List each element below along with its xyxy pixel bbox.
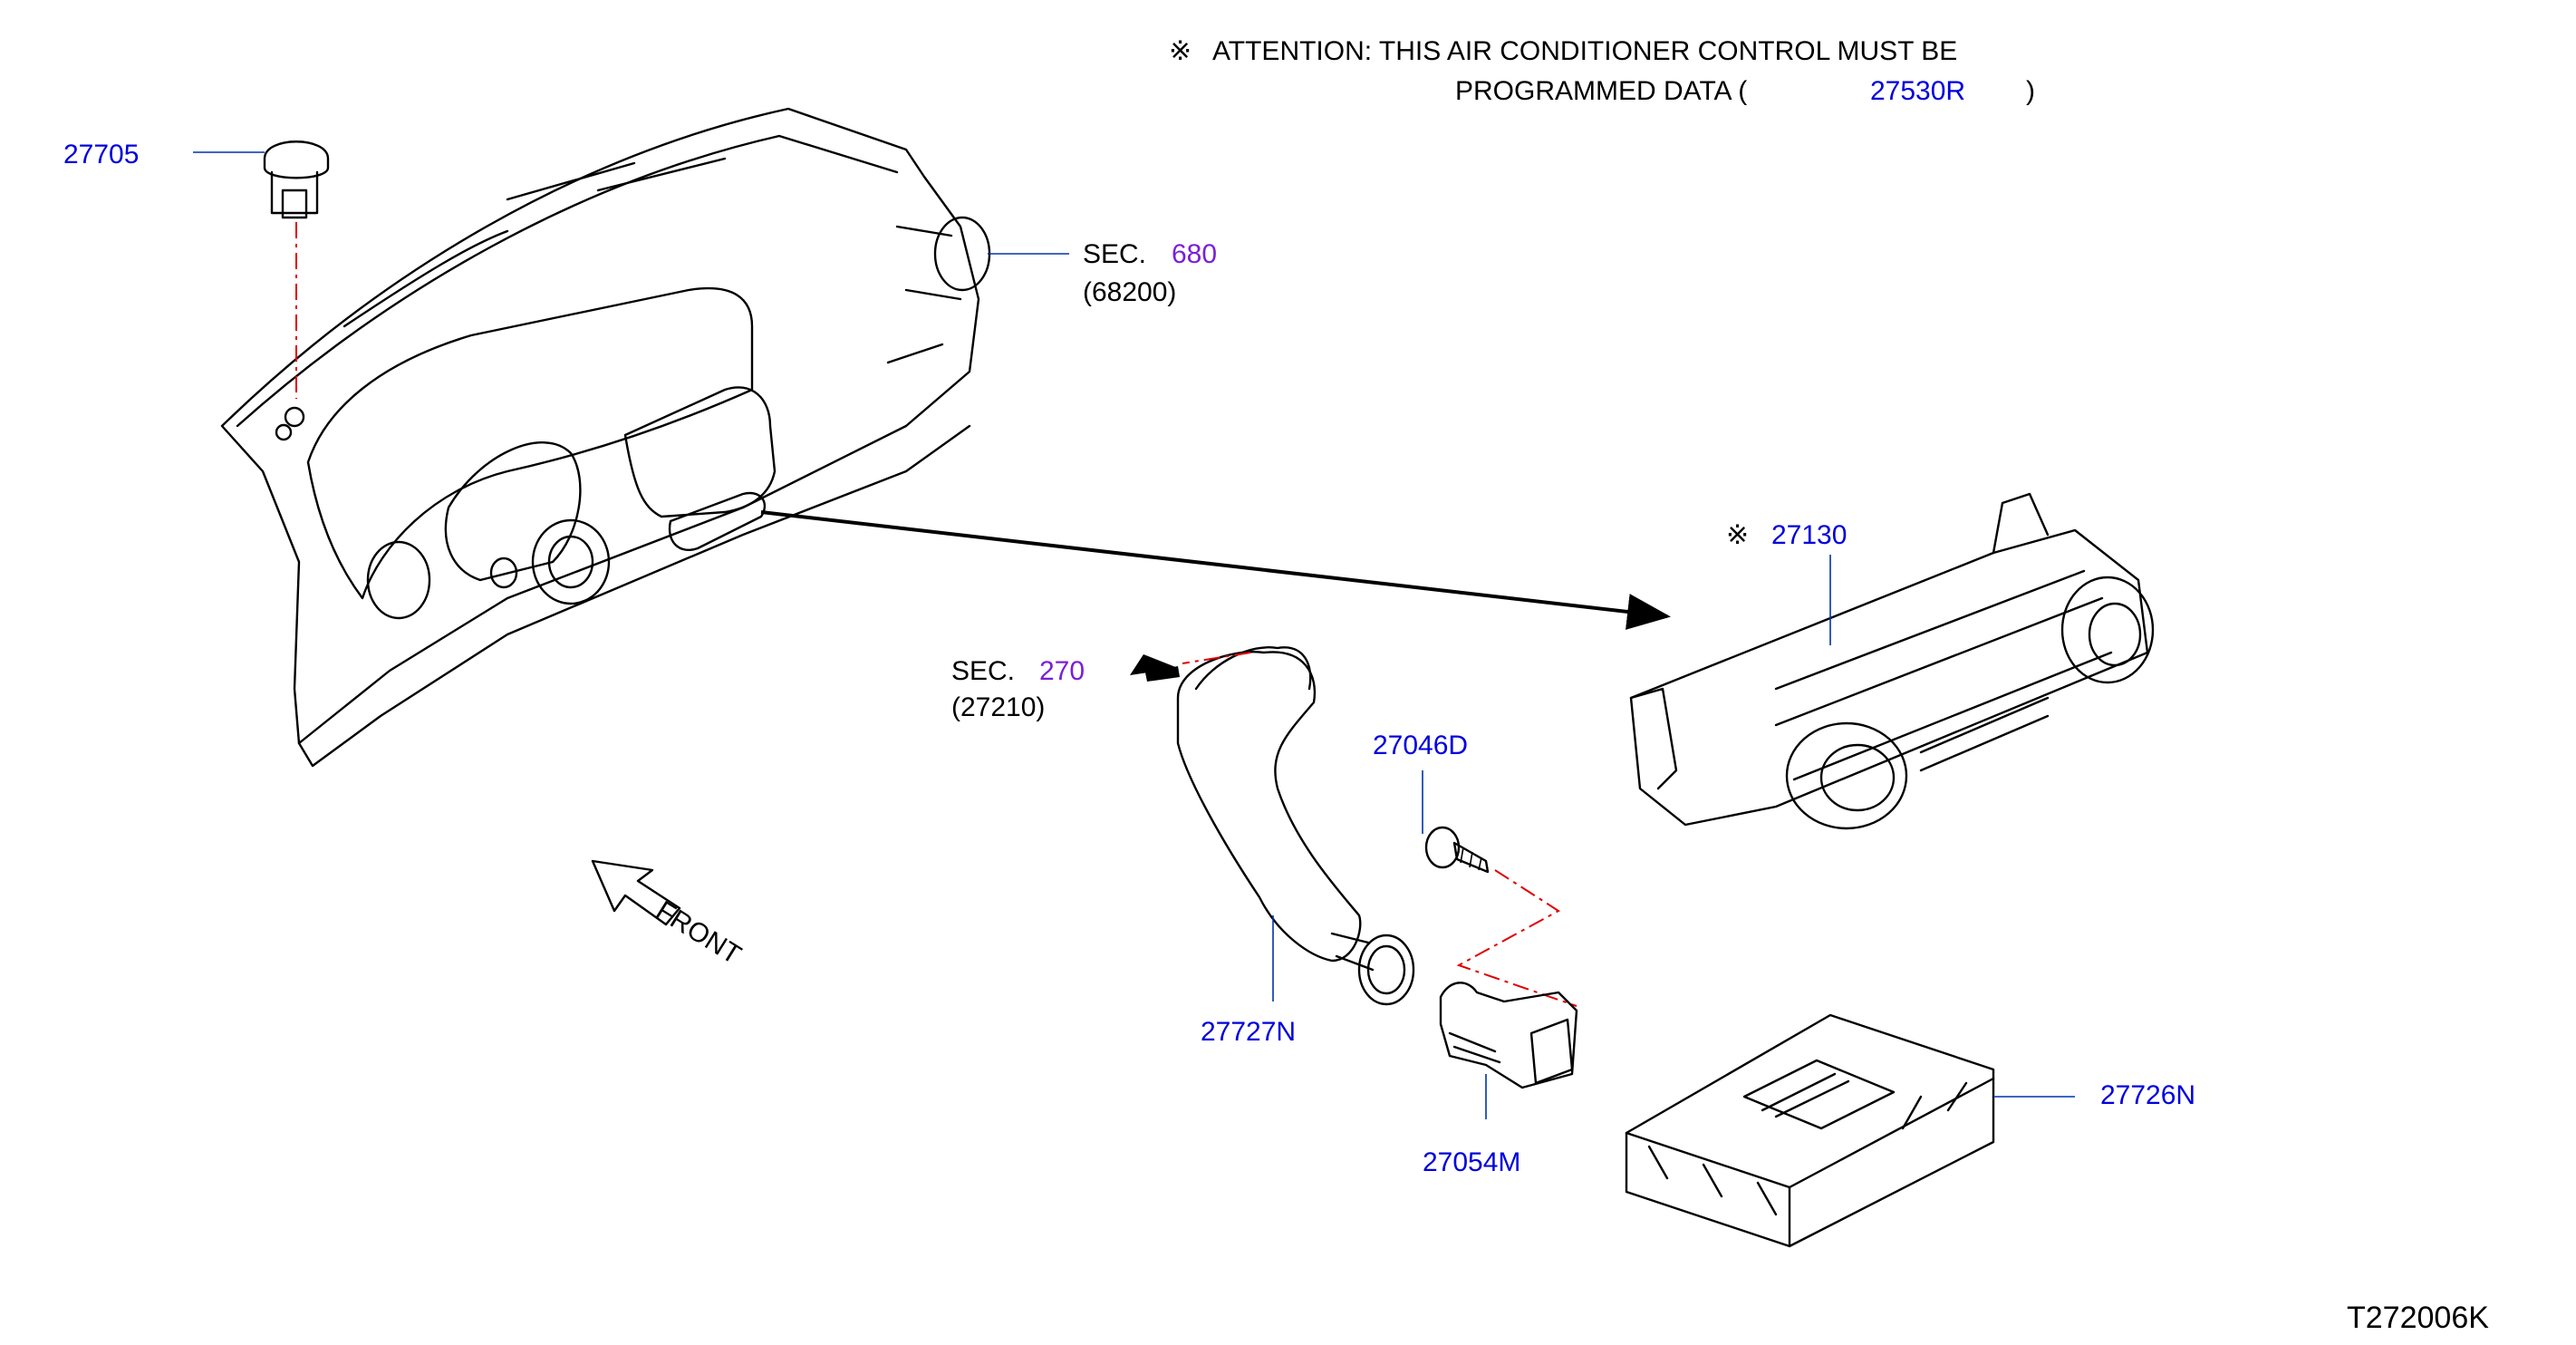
assembly-arrow bbox=[760, 510, 1671, 630]
callout-27054M: 27054M bbox=[1423, 1147, 1520, 1177]
callout-27130: 27130 bbox=[1771, 520, 1847, 550]
part-27046D-screw bbox=[1422, 770, 1577, 1007]
callouts: 27705 SEC. 680 (68200) ※ 27130 SEC. 270 … bbox=[63, 140, 2195, 1177]
attention-line-2-close: ) bbox=[2026, 76, 2035, 106]
callout-sec680-prefix: SEC. bbox=[1083, 239, 1146, 269]
callout-sec270-prefix: SEC. bbox=[951, 656, 1015, 686]
attention-note: ※ ATTENTION: THIS AIR CONDITIONER CONTRO… bbox=[1169, 36, 2035, 106]
diagram-code: T272006K bbox=[2347, 1301, 2489, 1335]
callout-sec680-number: 680 bbox=[1172, 239, 1217, 269]
front-arrow bbox=[591, 859, 681, 926]
attention-symbol: ※ bbox=[1169, 36, 1192, 66]
attention-line-2: PROGRAMMED DATA ( bbox=[1455, 76, 1747, 106]
callout-sec270-number: 270 bbox=[1039, 656, 1085, 686]
callout-27726N: 27726N bbox=[2100, 1080, 2195, 1110]
callout-27727N: 27727N bbox=[1201, 1017, 1296, 1047]
attention-part-number: 27530R bbox=[1870, 76, 1965, 106]
instrument-panel bbox=[220, 107, 991, 768]
attention-line-1: ATTENTION: THIS AIR CONDITIONER CONTROL … bbox=[1212, 36, 1957, 66]
sec270-arrow bbox=[1130, 654, 1180, 682]
front-label: FRONT bbox=[651, 895, 746, 971]
part-27705-clip bbox=[193, 140, 330, 399]
part-27726N-module bbox=[1625, 1013, 2075, 1248]
part-27130-control-unit bbox=[1629, 492, 2155, 830]
callout-sec270-sub: (27210) bbox=[951, 692, 1045, 722]
part-27054M-sensor bbox=[1439, 982, 1578, 1119]
callout-27130-symbol: ※ bbox=[1726, 520, 1749, 550]
callout-27705: 27705 bbox=[63, 140, 139, 169]
callout-sec680-sub: (68200) bbox=[1083, 277, 1176, 307]
callout-27046D: 27046D bbox=[1373, 731, 1468, 760]
part-27727N-duct bbox=[1176, 646, 1415, 1006]
